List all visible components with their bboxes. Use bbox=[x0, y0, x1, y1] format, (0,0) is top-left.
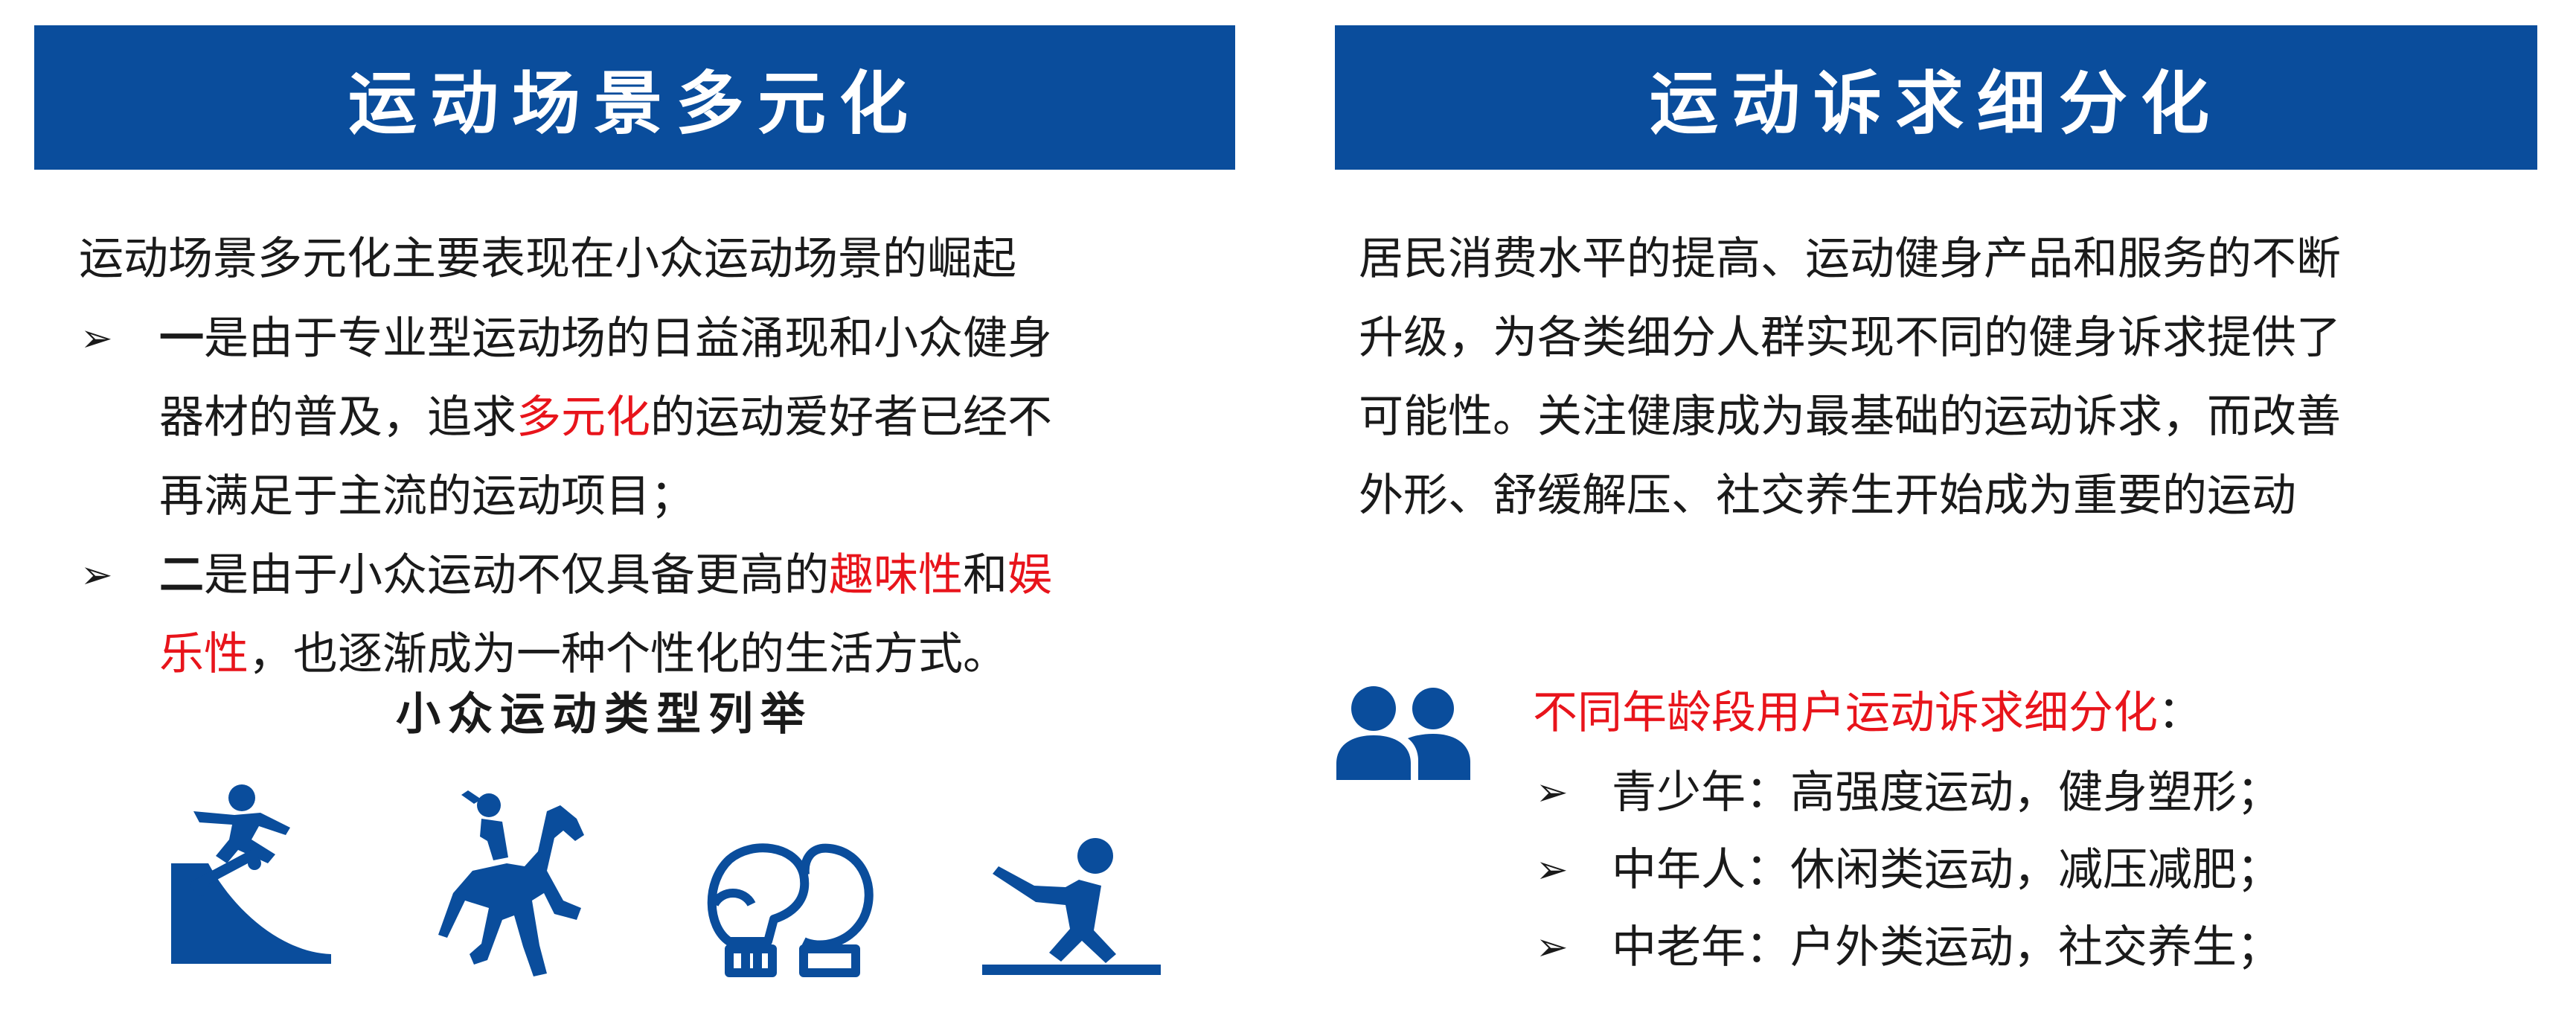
highlight-text: 娱 bbox=[1007, 549, 1052, 601]
baseball-batter-icon bbox=[982, 838, 1161, 975]
skateboard-icon bbox=[171, 784, 331, 964]
bullet-arrow-icon: ➢ bbox=[80, 553, 113, 598]
left-bullet-1-line-1: 一是由于专业型运动场的日益涌现和小众健身 bbox=[159, 299, 1052, 378]
boxing-gloves-icon bbox=[707, 843, 874, 977]
right-paragraph-line-2: 升级，为各类细分人群实现不同的健身诉求提供了 bbox=[1359, 312, 2341, 364]
age-group-heading: 不同年龄段用户运动诉求细分化： bbox=[1533, 674, 2202, 752]
left-intro: 运动场景多元化主要表现在小众运动场景的崛起 bbox=[79, 233, 1016, 285]
left-bullet-1-line-2: 器材的普及，追求多元化的运动爱好者已经不 bbox=[159, 378, 1052, 457]
bullet-arrow-icon: ➢ bbox=[1536, 925, 1569, 970]
age-group-item: 中老年：户外类运动，社交养生； bbox=[1612, 921, 2281, 973]
bullet-arrow-icon: ➢ bbox=[80, 316, 113, 361]
bullet-text: 和 bbox=[963, 549, 1007, 601]
bullet-text: 是由于专业型运动场的日益涌现和小众健身 bbox=[204, 313, 1052, 365]
highlight-text: 趣味性 bbox=[829, 549, 963, 601]
highlight-text: 多元化 bbox=[516, 391, 650, 444]
users-icon bbox=[1336, 686, 1470, 780]
left-bullet-2-line-2: 乐性，也逐渐成为一种个性化的生活方式。 bbox=[159, 615, 1007, 694]
highlight-text: 乐性 bbox=[159, 628, 249, 680]
bullet-text: 器材的普及，追求 bbox=[159, 391, 516, 444]
age-heading-text: 不同年龄段用户运动诉求细分化 bbox=[1533, 687, 2158, 739]
age-heading-colon: ： bbox=[2158, 687, 2202, 739]
right-paragraph-line-1: 居民消费水平的提高、运动健身产品和服务的不断 bbox=[1359, 233, 2341, 285]
bullet-arrow-icon: ➢ bbox=[1536, 848, 1569, 892]
bullet-arrow-icon: ➢ bbox=[1536, 770, 1569, 815]
bullet-text: ，也逐渐成为一种个性化的生活方式。 bbox=[249, 628, 1007, 680]
sports-subtitle: 小众运动类型列举 bbox=[396, 688, 813, 741]
age-group-item: 青少年：高强度运动，健身塑形； bbox=[1612, 767, 2281, 819]
bullet-text: 是由于小众运动不仅具备更高的 bbox=[204, 549, 829, 601]
right-paragraph-line-3: 可能性。关注健康成为最基础的运动诉求，而改善 bbox=[1359, 391, 2341, 443]
left-banner-title: 运动场景多元化 bbox=[34, 25, 1235, 170]
bullet-ordinal: 二 bbox=[159, 549, 204, 601]
bullet-ordinal: 一 bbox=[159, 313, 204, 365]
left-bullet-2-line-1: 二是由于小众运动不仅具备更高的趣味性和娱 bbox=[159, 536, 1052, 615]
right-paragraph-line-4: 外形、舒缓解压、社交养生开始成为重要的运动 bbox=[1359, 470, 2296, 522]
right-banner-title: 运动诉求细分化 bbox=[1335, 25, 2537, 170]
equestrian-icon bbox=[438, 790, 584, 976]
left-bullet-1-line-3: 再满足于主流的运动项目； bbox=[159, 470, 695, 522]
age-group-item: 中年人：休闲类运动，减压减肥； bbox=[1612, 844, 2281, 896]
bullet-text: 的运动爱好者已经不 bbox=[650, 391, 1052, 444]
